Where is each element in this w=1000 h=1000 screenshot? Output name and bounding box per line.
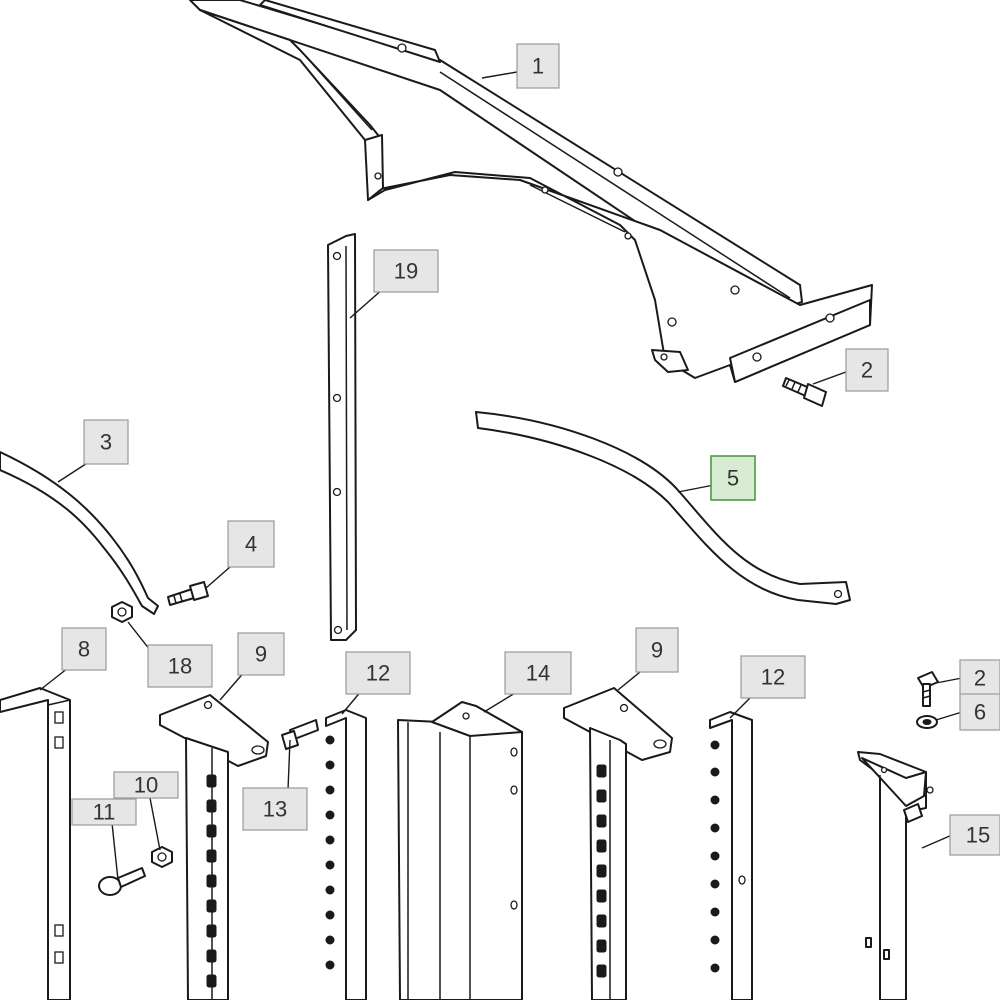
callout-2-right-label: 2 bbox=[974, 666, 986, 691]
callout-11[interactable]: 11 bbox=[71, 798, 137, 826]
part-9-bracket-plate-right[interactable] bbox=[563, 687, 673, 761]
callout-6-label: 6 bbox=[974, 700, 986, 725]
callout-2[interactable]: 2 bbox=[845, 348, 889, 392]
callout-15-label: 15 bbox=[966, 823, 990, 848]
callout-8-label: 8 bbox=[78, 637, 90, 662]
part-2-bolt[interactable] bbox=[782, 377, 827, 407]
upright-holes-12-right bbox=[710, 740, 720, 973]
part-1-main-frame[interactable] bbox=[189, 0, 873, 383]
callout-2-right[interactable]: 2 bbox=[959, 659, 1000, 697]
callout-3-label: 3 bbox=[100, 430, 112, 455]
callout-5[interactable]: 5 bbox=[710, 455, 756, 501]
part-11-carriage-bolt[interactable] bbox=[98, 867, 146, 896]
post-tabs-right bbox=[596, 764, 607, 978]
callout-9-right-label: 9 bbox=[651, 638, 663, 663]
part-19-vertical-strap[interactable] bbox=[327, 233, 357, 641]
callout-12-left-label: 12 bbox=[366, 661, 390, 686]
callout-6[interactable]: 6 bbox=[959, 693, 1000, 731]
part-6-nut[interactable] bbox=[916, 715, 938, 729]
callout-14[interactable]: 14 bbox=[504, 651, 572, 695]
callout-10[interactable]: 10 bbox=[113, 771, 179, 799]
callout-14-label: 14 bbox=[526, 661, 550, 686]
upright-holes-12-left bbox=[325, 735, 335, 970]
part-3-curved-strap[interactable] bbox=[0, 451, 159, 615]
part-12-upright-left[interactable] bbox=[325, 709, 367, 1000]
callout-13-label: 13 bbox=[263, 797, 287, 822]
callout-9-left[interactable]: 9 bbox=[237, 632, 285, 676]
callout-19-label: 19 bbox=[394, 259, 418, 284]
callout-1[interactable]: 1 bbox=[516, 43, 560, 89]
callout-12-left[interactable]: 12 bbox=[345, 651, 411, 695]
part-4-bolt[interactable] bbox=[167, 581, 209, 606]
part-13-bolt[interactable] bbox=[281, 719, 319, 750]
callout-2-label: 2 bbox=[861, 358, 873, 383]
callout-11-label: 11 bbox=[93, 800, 116, 825]
post-tabs-left bbox=[206, 774, 217, 988]
callout-19[interactable]: 19 bbox=[373, 249, 439, 293]
callout-15[interactable]: 15 bbox=[949, 814, 1000, 856]
callout-9-left-label: 9 bbox=[255, 642, 267, 667]
callout-12-right-label: 12 bbox=[761, 665, 785, 690]
callout-4[interactable]: 4 bbox=[227, 520, 275, 568]
part-14-triangular-post[interactable] bbox=[397, 701, 523, 1000]
callout-10-label: 10 bbox=[134, 773, 158, 798]
part-8-upright[interactable] bbox=[0, 687, 71, 1000]
part-12-upright-right[interactable] bbox=[709, 711, 753, 1000]
part-15-upright[interactable] bbox=[857, 751, 934, 1000]
callout-18-label: 18 bbox=[168, 654, 192, 679]
part-2-bolt-small[interactable] bbox=[917, 671, 939, 707]
upright-post-right[interactable] bbox=[589, 727, 627, 1000]
callout-12-right[interactable]: 12 bbox=[740, 655, 806, 699]
callout-1-label: 1 bbox=[532, 54, 544, 79]
part-9-bracket-plate-left[interactable] bbox=[159, 694, 269, 767]
part-18-nut[interactable] bbox=[111, 601, 133, 623]
callout-13[interactable]: 13 bbox=[242, 787, 308, 831]
callout-9-right[interactable]: 9 bbox=[635, 627, 679, 673]
callout-5-label: 5 bbox=[727, 466, 739, 491]
callout-18[interactable]: 18 bbox=[147, 644, 213, 688]
upright-post-left[interactable] bbox=[185, 737, 229, 1000]
callout-3[interactable]: 3 bbox=[83, 419, 129, 465]
part-10-nut[interactable] bbox=[151, 846, 173, 868]
callout-8[interactable]: 8 bbox=[61, 627, 107, 671]
part-5-curved-strap[interactable] bbox=[475, 411, 851, 605]
callout-4-label: 4 bbox=[245, 532, 257, 557]
